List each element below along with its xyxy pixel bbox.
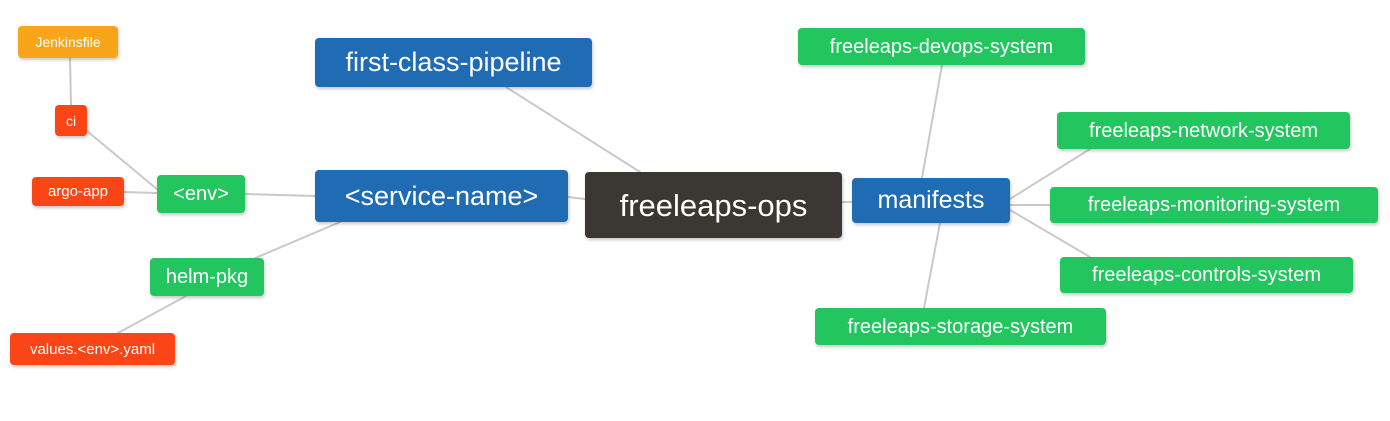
node-values-yaml[interactable]: values.<env>.yaml xyxy=(10,333,175,365)
node-monitoring-system[interactable]: freeleaps-monitoring-system xyxy=(1050,187,1378,223)
node-env[interactable]: <env> xyxy=(157,175,245,213)
node-service-name[interactable]: <service-name> xyxy=(315,170,568,222)
edge-service-name-to-freeleaps-ops xyxy=(567,196,586,200)
node-devops-system[interactable]: freeleaps-devops-system xyxy=(798,28,1085,65)
node-helm-pkg[interactable]: helm-pkg xyxy=(150,258,264,296)
edge-env-to-service-name xyxy=(244,193,316,197)
node-network-system[interactable]: freeleaps-network-system xyxy=(1057,112,1350,149)
edge-helm-pkg-to-service-name xyxy=(245,221,341,263)
edge-manifests-to-devops-system xyxy=(921,64,943,179)
node-manifests[interactable]: manifests xyxy=(852,178,1010,223)
edge-jenkinsfile-to-ci xyxy=(69,57,72,106)
node-jenkinsfile[interactable]: Jenkinsfile xyxy=(18,26,118,58)
node-argo-app[interactable]: argo-app xyxy=(32,177,124,206)
node-ci[interactable]: ci xyxy=(55,105,87,136)
edge-values-yaml-to-helm-pkg xyxy=(117,295,187,334)
node-storage-system[interactable]: freeleaps-storage-system xyxy=(815,308,1106,345)
edge-first-class-pipeline-to-freeleaps-ops xyxy=(505,86,641,173)
edge-argo-app-to-env xyxy=(123,191,158,194)
node-first-class-pipeline[interactable]: first-class-pipeline xyxy=(315,38,592,87)
edge-manifests-to-storage-system xyxy=(923,222,941,309)
node-freeleaps-ops[interactable]: freeleaps-ops xyxy=(585,172,842,238)
node-controls-system[interactable]: freeleaps-controls-system xyxy=(1060,257,1353,293)
